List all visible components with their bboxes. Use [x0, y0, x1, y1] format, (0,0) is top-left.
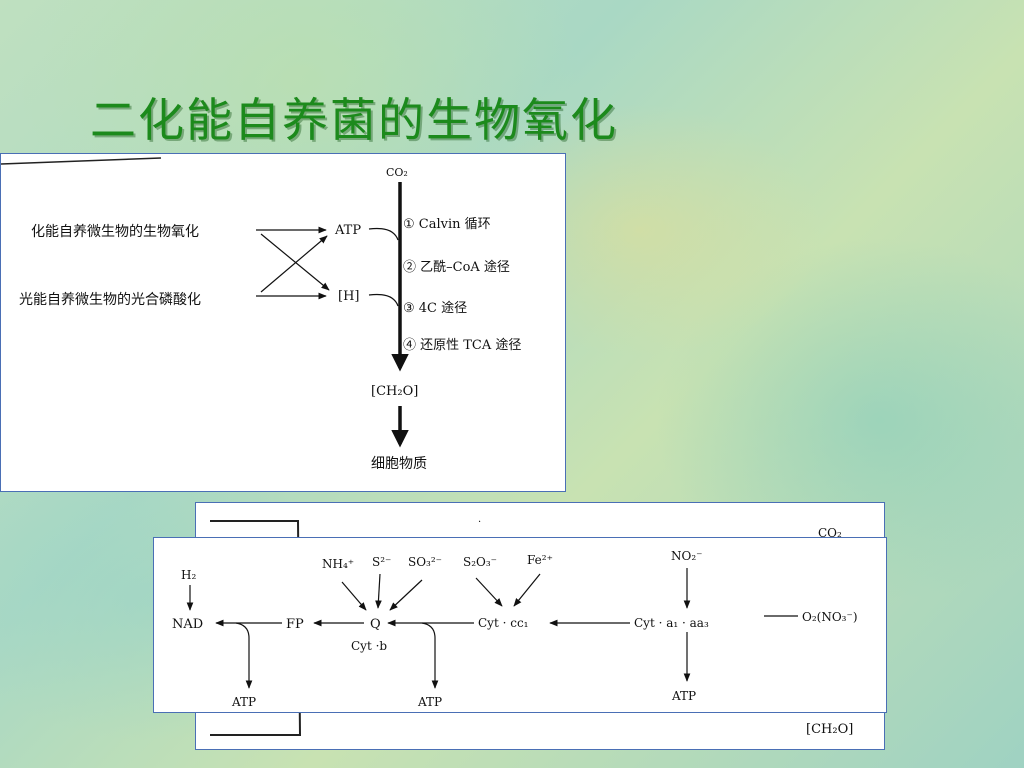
node-cell-material: 细胞物质 — [371, 456, 427, 472]
arrow-cross-down — [260, 233, 330, 291]
pathway-4c: ③ 4C 途径 — [403, 300, 467, 316]
node-h2: H₂ — [181, 568, 196, 582]
node-co2: CO₂ — [386, 166, 408, 179]
node-atp: ATP — [334, 223, 361, 238]
donor-so3: SO₃²⁻ — [408, 555, 442, 569]
slide-title: 二化能自养菌的生物氧化 — [90, 93, 618, 147]
arrow-cross-up — [260, 235, 328, 293]
donor-s2o3: S₂O₃⁻ — [463, 555, 497, 569]
node-atp3: ATP — [671, 689, 696, 703]
curve-h — [368, 293, 399, 307]
donor-fe: Fe²⁺ — [527, 553, 553, 567]
label-photophosphorylation: 光能自养微生物的光合磷酸化 — [19, 292, 201, 308]
node-cytc: Cyt · cc₁ — [478, 616, 528, 630]
arrow-so3-q — [389, 579, 423, 611]
node-h: [H] — [338, 289, 359, 304]
node-cyta: Cyt · a₁ · aa₃ — [634, 616, 709, 630]
co2-fixation-svg: 化能自养微生物的生物氧化 光能自养微生物的光合磷酸化 ATP [H] CO₂ ①… — [1, 157, 521, 472]
pathway-calvin: ① Calvin 循环 — [403, 217, 491, 232]
node-fp: FP — [286, 617, 304, 632]
node-q: Q — [370, 617, 381, 632]
label-chemo-oxidation: 化能自养微生物的生物氧化 — [31, 224, 199, 240]
node-atp1: ATP — [231, 695, 256, 709]
donor-no2: NO₂⁻ — [671, 549, 702, 563]
donor-nh4: NH₄⁺ — [322, 557, 354, 571]
scan-speck: · — [478, 517, 481, 528]
arrow-s2-q — [375, 573, 382, 609]
arrow-nh4-q — [341, 581, 367, 611]
pathway-acetyl-coa: ② 乙酰–CoA 途径 — [403, 259, 510, 275]
pathway-reductive-tca: ④ 还原性 TCA 途径 — [403, 337, 521, 353]
arrow-s2o3-cytc — [475, 577, 503, 607]
back-node-co2: CO₂ — [818, 526, 842, 540]
node-atp2: ATP — [417, 695, 442, 709]
electron-transport-svg: H₂ NAD FP Q Cyt ·b Cyt · cc₁ Cyt · a₁ · … — [172, 549, 858, 709]
node-nad: NAD — [172, 617, 203, 632]
arrow-fe-cytc — [513, 573, 541, 607]
co2-fixation-diagram: 化能自养微生物的生物氧化 光能自养微生物的光合磷酸化 ATP [H] CO₂ ①… — [0, 153, 566, 492]
electron-transport-diagram: H₂ NAD FP Q Cyt ·b Cyt · cc₁ Cyt · a₁ · … — [153, 537, 887, 713]
back-node-ch2o: [CH₂O] — [806, 722, 853, 737]
arrow-atp2 — [421, 622, 439, 689]
donor-s2: S²⁻ — [372, 555, 391, 569]
node-cytb: Cyt ·b — [351, 639, 387, 653]
scan-line — [1, 157, 162, 165]
node-ch2o: [CH₂O] — [371, 384, 418, 399]
arrow-atp1 — [235, 622, 253, 689]
curve-atp — [368, 227, 399, 241]
node-o2: O₂(NO₃⁻) — [802, 610, 858, 624]
